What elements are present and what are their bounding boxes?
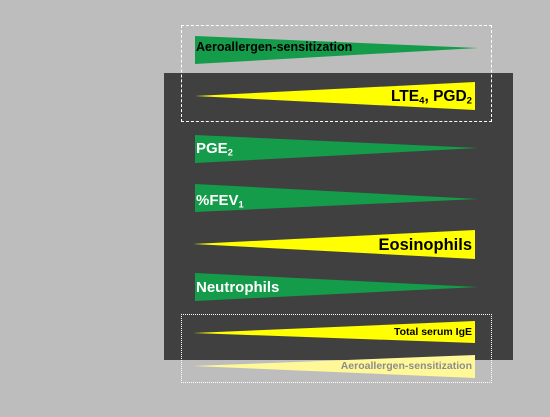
label-eosinophils: Eosinophils xyxy=(378,236,472,254)
wedge-aeroallergen-top xyxy=(195,36,478,64)
wedge-fev1 xyxy=(195,184,478,212)
label-aeroallergen-top: Aeroallergen-sensitization xyxy=(196,40,353,54)
label-neutrophils: Neutrophils xyxy=(196,279,280,296)
label-lte4-pgd2: LTE4, PGD2 xyxy=(390,88,472,107)
label-aeroallergen-bottom: Aeroallergen-sensitization xyxy=(340,360,472,372)
fev-subscript: 1 xyxy=(238,199,244,210)
dark-panel xyxy=(164,73,513,360)
wedge-lte-pgd xyxy=(195,82,475,110)
label-pge2: PGE2 xyxy=(196,140,233,158)
wedge-neutrophils xyxy=(195,273,478,301)
top-dashed-box xyxy=(181,25,492,122)
label-fev1: %FEV1 xyxy=(196,192,244,210)
lte-subscript: 4 xyxy=(419,95,425,107)
bottom-dotted-box xyxy=(181,314,492,383)
pge-subscript: 2 xyxy=(227,147,233,158)
pgd-subscript: 2 xyxy=(466,95,472,107)
fev-text: %FEV xyxy=(196,192,239,209)
pge-text: PGE xyxy=(196,140,228,157)
pgd-text: , PGD xyxy=(424,88,467,105)
wedge-aeroallergen-bottom xyxy=(193,355,475,378)
lte-text: LTE xyxy=(390,88,420,105)
wedge-pge2 xyxy=(195,135,478,163)
wedge-total-serum-ige xyxy=(193,321,475,343)
wedge-eosinophils xyxy=(193,230,475,259)
label-total-serum-ige: Total serum IgE xyxy=(394,326,472,338)
